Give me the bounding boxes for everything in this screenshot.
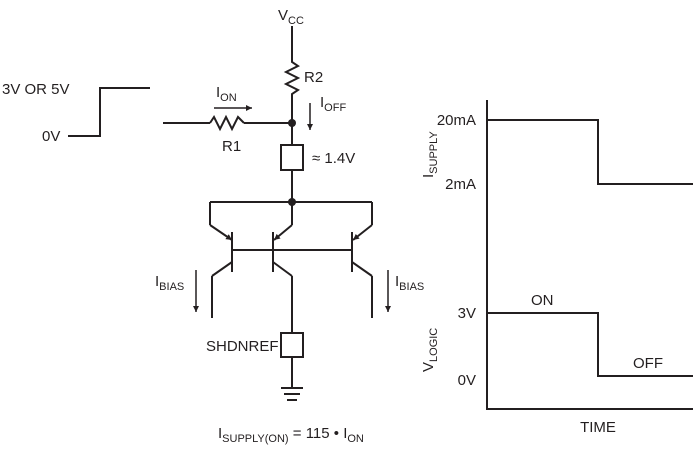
vlogic-axis-label: VLOGIC bbox=[420, 328, 440, 372]
shdnref-box bbox=[280, 332, 304, 358]
isupply-waveform bbox=[487, 119, 693, 185]
r2-resistor bbox=[283, 58, 301, 98]
ioff-label: IOFF bbox=[320, 94, 346, 114]
timing-axes bbox=[486, 100, 693, 410]
reference-voltage-label: ≈ 1.4V bbox=[312, 150, 355, 167]
vlogic-low-label: 0V bbox=[458, 372, 476, 389]
timing-diagram bbox=[486, 100, 693, 410]
input-high-label: 3V OR 5V bbox=[2, 81, 70, 98]
ibias-left-label: IBIAS bbox=[155, 273, 184, 293]
junction-dot bbox=[288, 119, 296, 127]
vlogic-high-label: 3V bbox=[458, 305, 476, 322]
supply-equation: ISUPPLY(ON) = 115 • ION bbox=[218, 425, 364, 445]
isupply-high-label: 20mA bbox=[437, 112, 476, 129]
time-axis-label: TIME bbox=[580, 419, 616, 436]
right-transistor bbox=[351, 224, 373, 318]
junction-dot bbox=[288, 198, 296, 206]
off-label: OFF bbox=[633, 355, 663, 372]
shdnref-label: SHDNREF bbox=[206, 338, 279, 355]
r2-label: R2 bbox=[304, 69, 323, 86]
r1-label: R1 bbox=[222, 138, 241, 155]
left-transistor bbox=[209, 224, 233, 318]
input-low-label: 0V bbox=[42, 128, 60, 145]
center-transistor bbox=[272, 224, 293, 333]
input-step-waveform bbox=[68, 87, 150, 137]
ion-label: ION bbox=[216, 84, 237, 104]
isupply-axis-label: ISUPPLY bbox=[420, 131, 440, 178]
ibias-right-label: IBIAS bbox=[395, 273, 424, 293]
vcc-label: VCC bbox=[278, 7, 304, 27]
vlogic-waveform bbox=[487, 312, 693, 377]
isupply-low-label: 2mA bbox=[445, 176, 476, 193]
junction-dots bbox=[288, 119, 296, 206]
on-label: ON bbox=[531, 292, 554, 309]
ground-symbol bbox=[281, 387, 303, 401]
reference-box bbox=[280, 144, 304, 171]
r1-resistor bbox=[209, 114, 245, 132]
